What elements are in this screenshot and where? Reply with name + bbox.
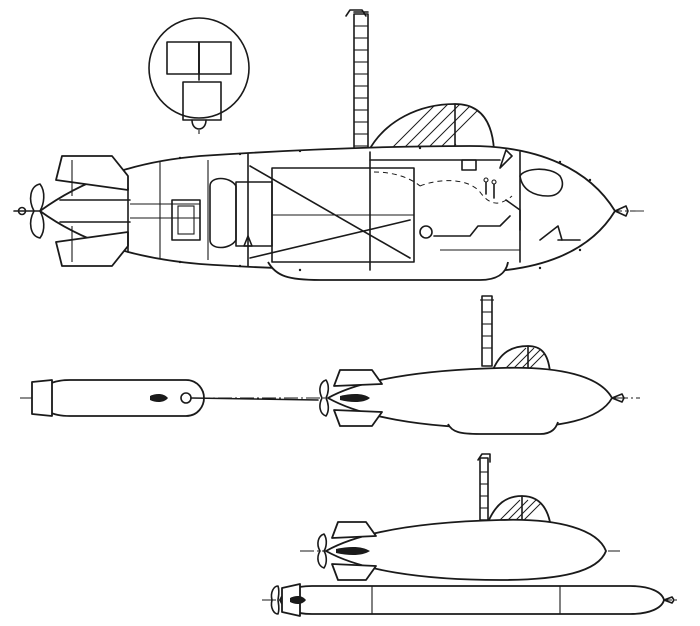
carrier-nose-tip [663,596,675,604]
lever-knob-2 [491,179,497,185]
container-tail [31,379,53,417]
piggyback-upper-fin [331,521,377,539]
piggyback-sub-hull [325,518,607,581]
piggyback-aft-fairing [336,546,370,556]
piggyback-lower-fin [331,563,377,581]
control-rod [249,165,411,259]
control-wheel [419,225,433,239]
piggyback-periscope-ladder [480,471,488,509]
section-box-left [166,41,200,75]
towed-container [39,379,205,417]
control-rod-2 [249,219,411,259]
periscope-head [345,9,369,17]
periscope-ladder [354,25,368,147]
side-cutaway-view [13,9,645,281]
pilot-seat [433,215,511,237]
piggyback-view [262,453,680,617]
lower-tail-fin [55,231,129,267]
tow-cable [190,397,319,401]
upper-tail-fin [55,155,129,191]
towing-aft-fairing [340,393,370,403]
piggyback-periscope [479,457,489,521]
container-fitting [150,393,168,403]
bow-diving-plane [505,199,563,241]
nose-tip [614,205,629,217]
section-circle [148,17,250,119]
control-levers [485,181,495,199]
bow-porthole [519,168,564,197]
air-line-dashed [373,171,421,187]
piggyback-periscope-head [477,453,491,463]
piggyback-propeller [317,533,328,569]
rivet-marks [178,146,592,272]
towing-periscope-ladder [482,311,492,349]
front-section-view [148,17,250,134]
carrier-aft-fairing [290,595,306,605]
towing-propeller [319,379,330,417]
hatch-hinge [499,149,513,169]
towing-nose-tip [611,393,625,403]
gearbox-inner [177,205,195,235]
section-keel [191,119,207,130]
carrier-torpedo [279,585,665,615]
towing-keel [447,421,559,435]
section-box-bottom [182,81,222,121]
gearbox [171,199,201,241]
towing-lower-fin [333,409,383,427]
pump-symbol [243,235,253,247]
keel-ballast [267,261,509,281]
lever-knob-1 [483,177,489,183]
towing-upper-fin [333,369,383,387]
carrier-propeller [270,585,280,615]
towing-view [20,295,640,435]
main-hull [39,145,616,273]
towing-periscope [481,295,493,367]
section-box-right [198,41,232,75]
pilot-outline-dashed [419,180,513,204]
